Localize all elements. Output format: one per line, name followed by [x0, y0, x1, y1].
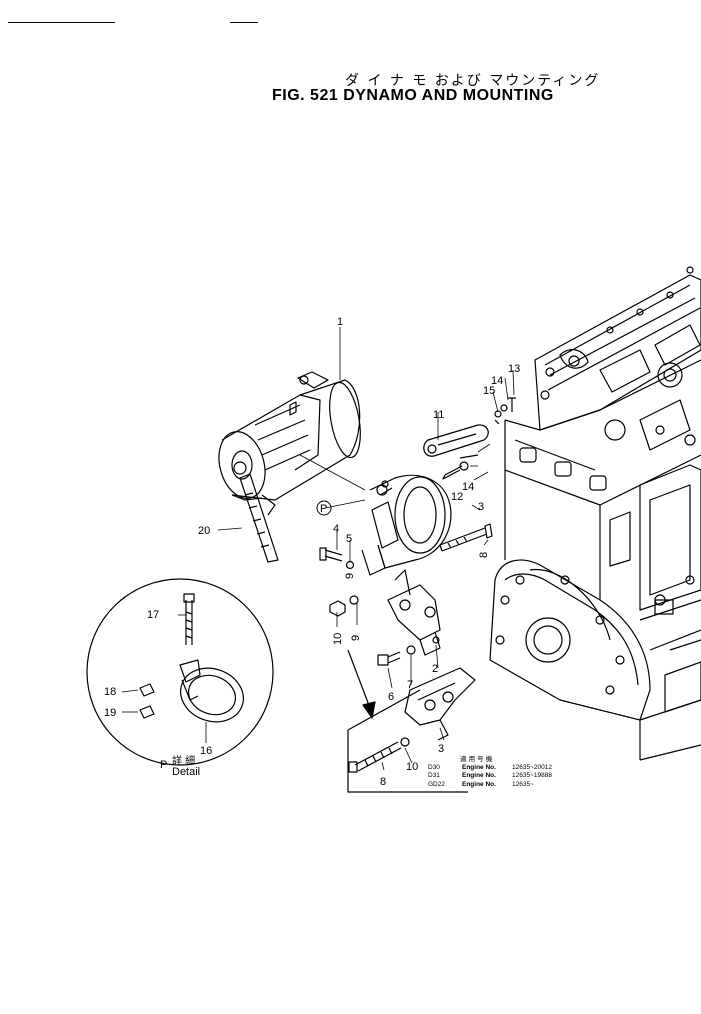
model-name: D31 [428, 772, 440, 779]
engine-label: Engine No. [462, 763, 496, 771]
alt-frame-top [347, 689, 421, 731]
detail-caption-prefix: P [160, 759, 167, 771]
applicability-table: 適 用 号 機 D30 Engine No. 12635~20012 D31 E… [428, 755, 552, 789]
alt-frame [347, 730, 468, 793]
detail-caption-japanese: 詳 細 [172, 754, 195, 767]
callout-7: 7 [407, 679, 413, 691]
dynamo [218, 371, 361, 516]
callout-20: 20 [198, 525, 210, 537]
callout-3b: 3 [438, 743, 444, 755]
callout-numbers: 1 2 3 3 4 5 6 7 8 8 9 9 10 10 11 12 13 1… [104, 316, 520, 788]
support-bracket [329, 569, 441, 656]
callout-9: 9 [344, 573, 356, 579]
engine-label: Engine No. [462, 780, 496, 788]
callout-14b: 14 [462, 481, 474, 493]
callout-2: 2 [432, 663, 438, 675]
bolt-6-washer-7 [377, 645, 416, 666]
detail-marker-label: P [320, 503, 327, 515]
engine-label: Engine No. [462, 772, 496, 779]
applicability-row: D30 Engine No. 12635~20012 [428, 764, 552, 773]
figure-title-english: FIG. 521 DYNAMO AND MOUNTING [272, 87, 554, 104]
callout-6: 6 [388, 691, 394, 703]
belt [239, 473, 279, 563]
top-rule-left [8, 22, 115, 23]
detail-view [86, 578, 274, 766]
callout-8b: 8 [380, 776, 386, 788]
callout-13: 13 [508, 363, 520, 375]
serial-range: 12635~20012 [512, 763, 552, 771]
callout-1: 1 [337, 316, 343, 328]
callout-11: 11 [433, 409, 444, 421]
adjusting-strap [423, 424, 489, 459]
callout-4: 4 [333, 523, 339, 535]
callout-16: 16 [200, 745, 212, 757]
model-name: D30 [428, 763, 440, 771]
figure-title-japanese: ダ イ ナ モ および マウンティング [345, 73, 601, 89]
applicability-row: GD22 Engine No. 12635~ [428, 781, 552, 790]
callout-9b: 9 [350, 635, 362, 641]
callout-8: 8 [478, 552, 490, 558]
callout-18: 18 [104, 686, 116, 698]
model-name: GD22 [428, 780, 445, 788]
bolt-4-washer-5 [319, 547, 355, 570]
leader-lines [121, 327, 515, 771]
top-rule-right [230, 22, 258, 23]
lower-bracket-alt [348, 667, 476, 773]
bracket-assembly [361, 461, 493, 576]
callout-5: 5 [346, 533, 352, 545]
callout-12: 12 [451, 491, 463, 503]
applicability-row: D31 Engine No. 12635~19888 [428, 772, 552, 781]
callout-19: 19 [104, 707, 116, 719]
callout-17: 17 [147, 609, 159, 621]
callout-3: 3 [478, 501, 484, 513]
hardware-13-15 [494, 397, 516, 425]
detail-caption-english: Detail [172, 766, 200, 778]
serial-range: 12635~ [512, 780, 534, 788]
replacement-arrow [347, 649, 376, 719]
applicability-header: 適 用 号 機 [460, 755, 493, 763]
serial-range: 12635~19888 [512, 772, 552, 779]
callout-15: 15 [483, 385, 495, 397]
callout-10: 10 [332, 633, 344, 645]
callout-14: 14 [491, 375, 503, 387]
detail-marker-circle [316, 500, 332, 516]
engine-block [489, 266, 701, 761]
callout-10b: 10 [406, 761, 418, 773]
